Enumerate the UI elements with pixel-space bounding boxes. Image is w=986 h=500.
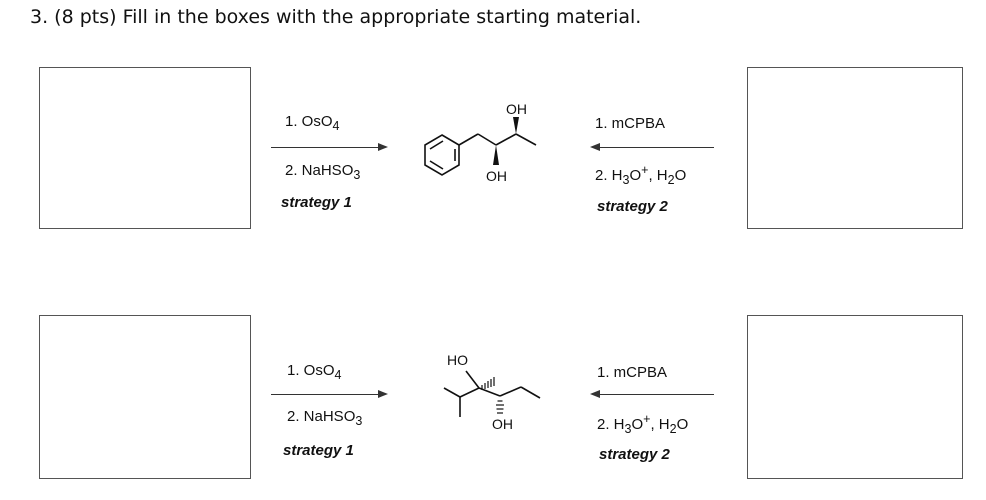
answer-box-1-right[interactable]	[747, 67, 963, 229]
r1-left-step2: 2. NaHSO3	[285, 162, 361, 182]
r2-left-arrowhead	[378, 390, 388, 398]
r2-left-arrow	[271, 394, 379, 395]
r1-right-step2: 2. H3O+, H2O	[595, 163, 687, 187]
r2-left-step2: 2. NaHSO3	[287, 408, 363, 428]
answer-box-2-right[interactable]	[747, 315, 963, 479]
r1-right-arrow	[598, 147, 714, 148]
r1-right-strategy: strategy 2	[597, 198, 668, 215]
r1-right-arrowhead	[590, 143, 600, 151]
r1-left-arrowhead	[378, 143, 388, 151]
r2-product-structure: HO OH	[443, 352, 541, 432]
r2-right-step1: 1. mCPBA	[597, 364, 668, 381]
r2-right-arrow	[598, 394, 714, 395]
r2-product-ho-top: HO	[447, 352, 468, 368]
r1-left-step1: 1. OsO4	[285, 113, 340, 133]
r1-left-strategy: strategy 1	[281, 194, 352, 211]
r1-product-oh-top: OH	[506, 101, 527, 117]
question-title: 3. (8 pts) Fill in the boxes with the ap…	[30, 6, 642, 28]
r1-left-arrow	[271, 147, 379, 148]
r2-product-oh-bottom: OH	[492, 416, 513, 432]
r2-left-step1: 1. OsO4	[287, 362, 342, 382]
r1-product-structure: OH OH	[424, 101, 537, 184]
answer-box-2-left[interactable]	[39, 315, 251, 479]
r1-product-oh-bottom: OH	[486, 168, 507, 184]
answer-box-1-left[interactable]	[39, 67, 251, 229]
r2-left-strategy: strategy 1	[283, 442, 354, 459]
r2-right-arrowhead	[590, 390, 600, 398]
r2-right-step2: 2. H3O+, H2O	[597, 412, 689, 436]
r1-right-step1: 1. mCPBA	[595, 115, 666, 132]
r2-right-strategy: strategy 2	[599, 446, 670, 463]
